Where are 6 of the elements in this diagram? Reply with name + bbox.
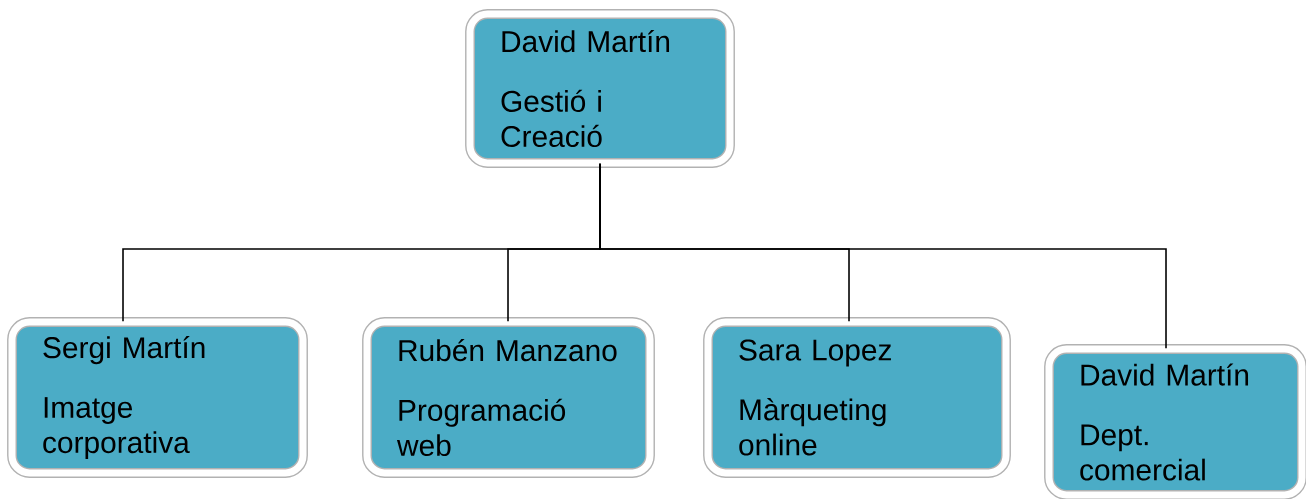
person-box: Sara Lopez Màrqueting online <box>703 317 1011 478</box>
person-box: Rubén Manzano Programació web <box>362 317 655 478</box>
connector-line <box>599 162 1167 350</box>
person-box: David Martín Dept. comercial <box>1044 344 1306 499</box>
person-box: Sergi Martín Imatge corporativa <box>7 317 308 478</box>
person-box: David Martín Gestió i Creació <box>465 9 735 168</box>
